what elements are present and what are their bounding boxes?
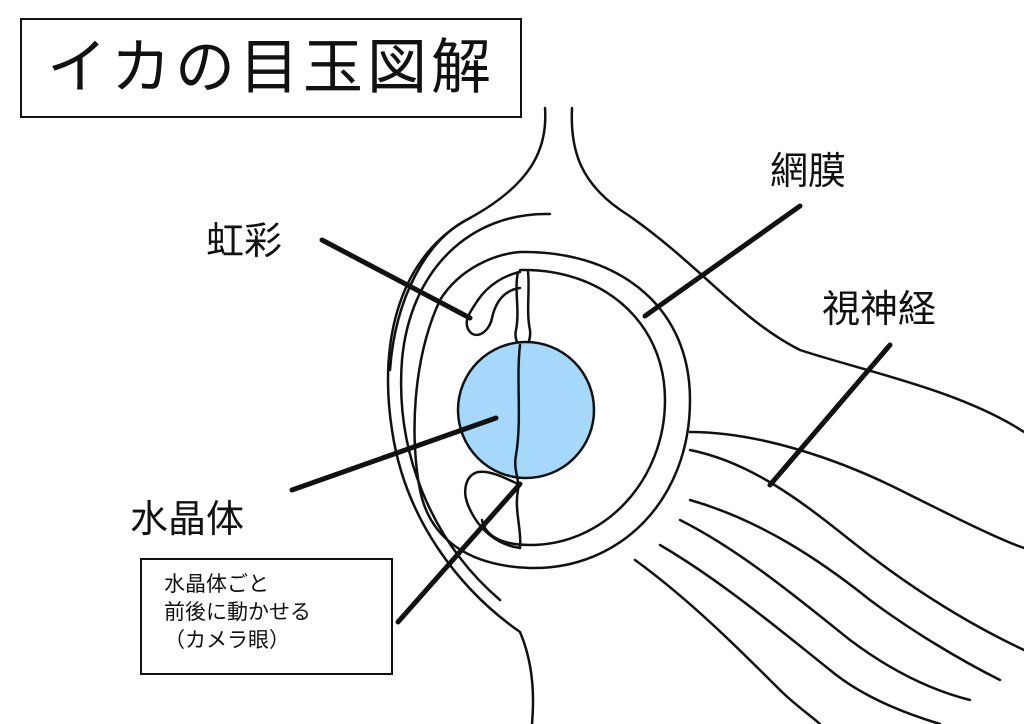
head-outline-top-right [570, 106, 1024, 434]
lens [456, 340, 596, 480]
note-line-1: 水晶体ごと [164, 572, 269, 596]
ciliary-upper-2 [524, 270, 532, 350]
optic-nerve-3 [678, 518, 972, 702]
leader-note [395, 481, 523, 625]
retina-line [480, 268, 667, 547]
optic-nerve-4 [658, 543, 942, 724]
label-optic-nerve: 視神経 [822, 287, 937, 331]
optic-nerve-1 [688, 448, 1024, 652]
lens-ciliary-line [514, 343, 522, 550]
title-box: イカの目玉図解 [20, 18, 522, 118]
optic-nerve-top [688, 430, 1024, 550]
label-iris: 虹彩 [206, 219, 283, 263]
leader-lens [289, 415, 499, 493]
page-title: イカの目玉図解 [47, 33, 495, 103]
note-line-3: （カメラ眼） [164, 628, 290, 652]
iris-upper-flap [465, 270, 522, 337]
label-retina: 網膜 [770, 149, 847, 193]
optic-nerve-2 [688, 498, 1002, 682]
leader-iris [319, 237, 473, 321]
iris-lower-flap [464, 470, 522, 550]
leader-optic-nerve [767, 342, 893, 488]
note-line-2: 前後に動かせる [164, 600, 311, 624]
leader-retina [642, 203, 803, 319]
label-lens: 水晶体 [130, 497, 245, 541]
optic-nerve-5 [633, 558, 822, 724]
note-box: 水晶体ごと 前後に動かせる （カメラ眼） [140, 558, 393, 675]
ciliary-upper [514, 270, 522, 350]
